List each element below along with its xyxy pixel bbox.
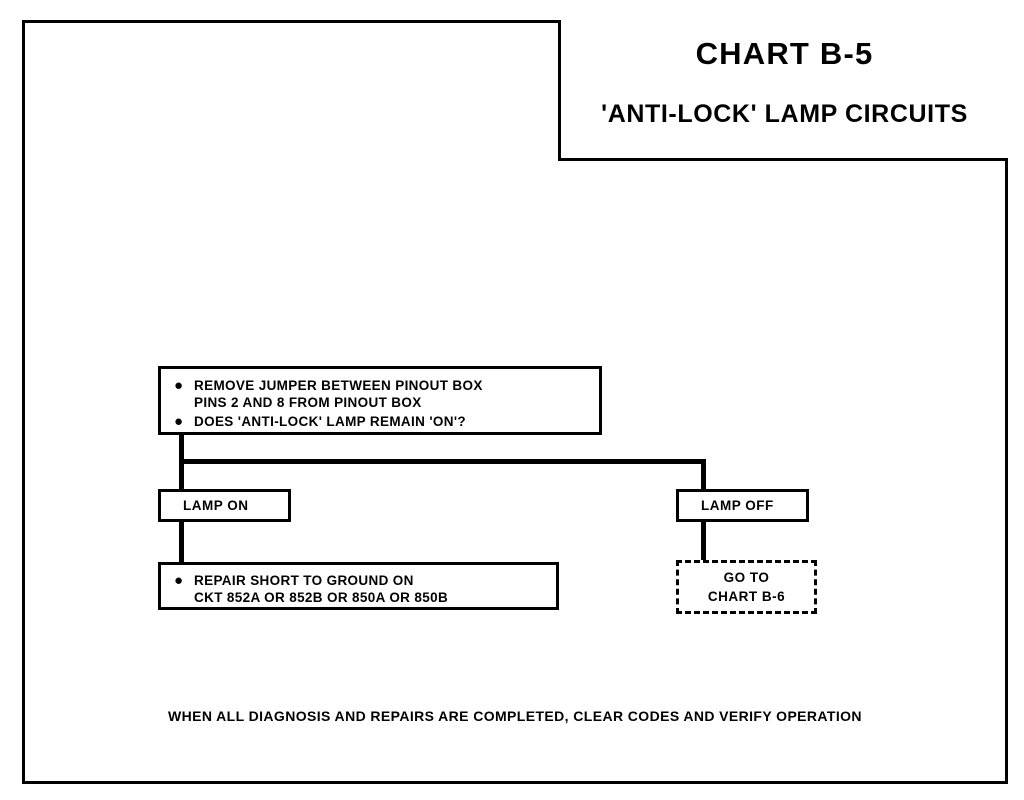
chart-title: CHART B-5 (695, 36, 874, 71)
connector-branch-bus (179, 459, 706, 464)
connector-lamp-off-drop (701, 521, 706, 562)
question-box: ● REMOVE JUMPER BETWEEN PINOUT BOX PINS … (158, 366, 602, 435)
question-bullet-1: ● REMOVE JUMPER BETWEEN PINOUT BOX PINS … (171, 377, 589, 411)
goto-target-chart: CHART B-6 (707, 589, 786, 604)
chart-subtitle: 'ANTI-LOCK' LAMP CIRCUITS (601, 100, 968, 128)
repair-bullet: ● REPAIR SHORT TO GROUND ON CKT 852A OR … (171, 572, 546, 606)
repair-action-box: ● REPAIR SHORT TO GROUND ON CKT 852A OR … (158, 562, 559, 610)
title-block: CHART B-5 'ANTI-LOCK' LAMP CIRCUITS (558, 20, 1008, 161)
connector-lamp-on-drop (179, 521, 184, 564)
branch-box-lamp-on: LAMP ON (158, 489, 291, 522)
connector-question-stem (179, 435, 184, 464)
connector-left-drop (179, 459, 184, 491)
question-bullet-1-text: REMOVE JUMPER BETWEEN PINOUT BOX PINS 2 … (194, 378, 483, 410)
branch-label-lamp-off: LAMP OFF (701, 498, 774, 513)
goto-label: GO TO (723, 570, 770, 585)
goto-reference-box: GO TO CHART B-6 (676, 560, 817, 614)
bullet-icon: ● (174, 377, 184, 394)
question-bullet-2-text: DOES 'ANTI-LOCK' LAMP REMAIN 'ON'? (194, 414, 466, 429)
bullet-icon: ● (174, 413, 184, 430)
branch-label-lamp-on: LAMP ON (183, 498, 249, 513)
title-block-inner: CHART B-5 'ANTI-LOCK' LAMP CIRCUITS (561, 20, 1008, 158)
question-bullet-2: ● DOES 'ANTI-LOCK' LAMP REMAIN 'ON'? (171, 413, 589, 430)
bullet-icon: ● (174, 572, 184, 589)
connector-right-drop (701, 459, 706, 491)
branch-box-lamp-off: LAMP OFF (676, 489, 809, 522)
repair-action-text: REPAIR SHORT TO GROUND ON CKT 852A OR 85… (194, 573, 449, 605)
page-border (22, 20, 1008, 784)
footer-note: WHEN ALL DIAGNOSIS AND REPAIRS ARE COMPL… (168, 708, 862, 724)
